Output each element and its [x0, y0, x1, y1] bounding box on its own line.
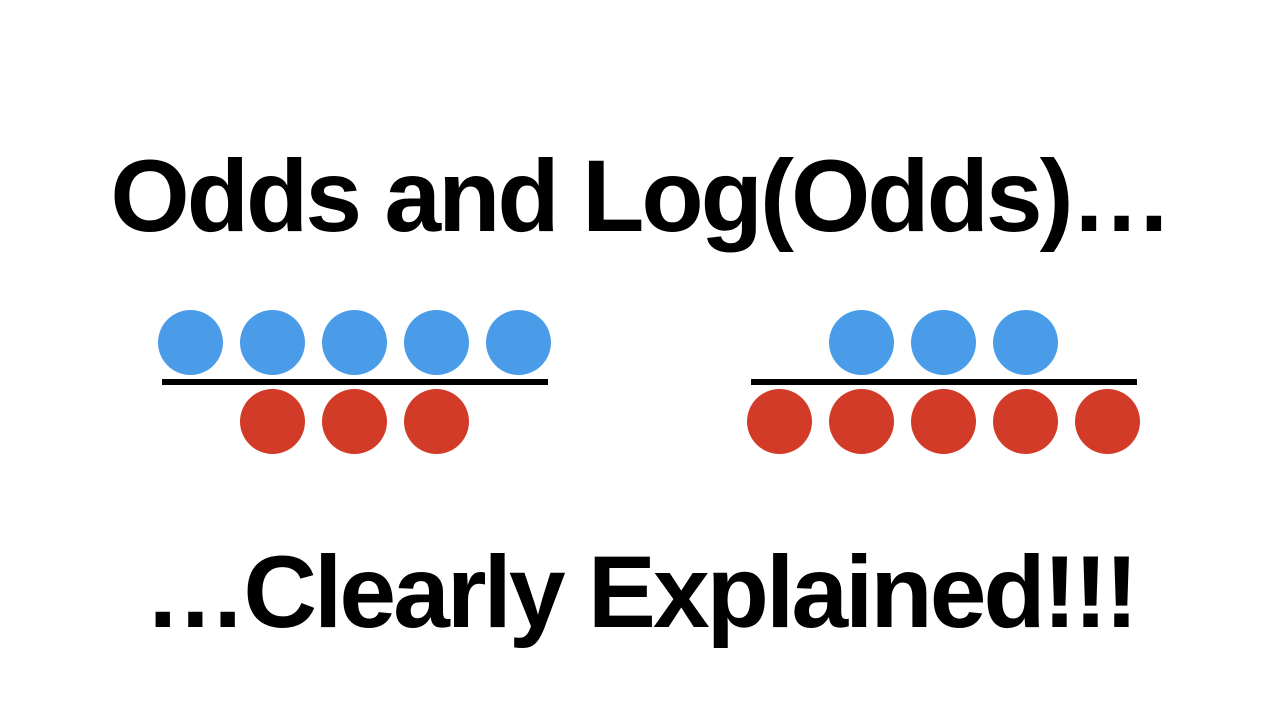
red-dot: [829, 389, 894, 454]
odds-fraction-right: [747, 310, 1140, 454]
blue-dot: [322, 310, 387, 375]
red-dot: [322, 389, 387, 454]
blue-dot: [911, 310, 976, 375]
blue-dot: [240, 310, 305, 375]
red-dot: [747, 389, 812, 454]
numerator-dot-row: [829, 310, 1058, 375]
fraction-bar: [161, 379, 548, 385]
blue-dot: [993, 310, 1058, 375]
blue-dot: [486, 310, 551, 375]
red-dot: [993, 389, 1058, 454]
title-text: Odds and Log(Odds)…: [110, 139, 1172, 253]
blue-dot: [404, 310, 469, 375]
red-dot: [1075, 389, 1140, 454]
blue-dot: [829, 310, 894, 375]
fraction-bar: [750, 379, 1137, 385]
red-dot: [240, 389, 305, 454]
blue-dot: [158, 310, 223, 375]
denominator-dot-row: [747, 389, 1140, 454]
red-dot: [911, 389, 976, 454]
subtitle-text: …Clearly Explained!!!: [144, 535, 1138, 649]
numerator-dot-row: [158, 310, 551, 375]
denominator-dot-row: [240, 389, 469, 454]
odds-fraction-left: [158, 310, 551, 454]
red-dot: [404, 389, 469, 454]
